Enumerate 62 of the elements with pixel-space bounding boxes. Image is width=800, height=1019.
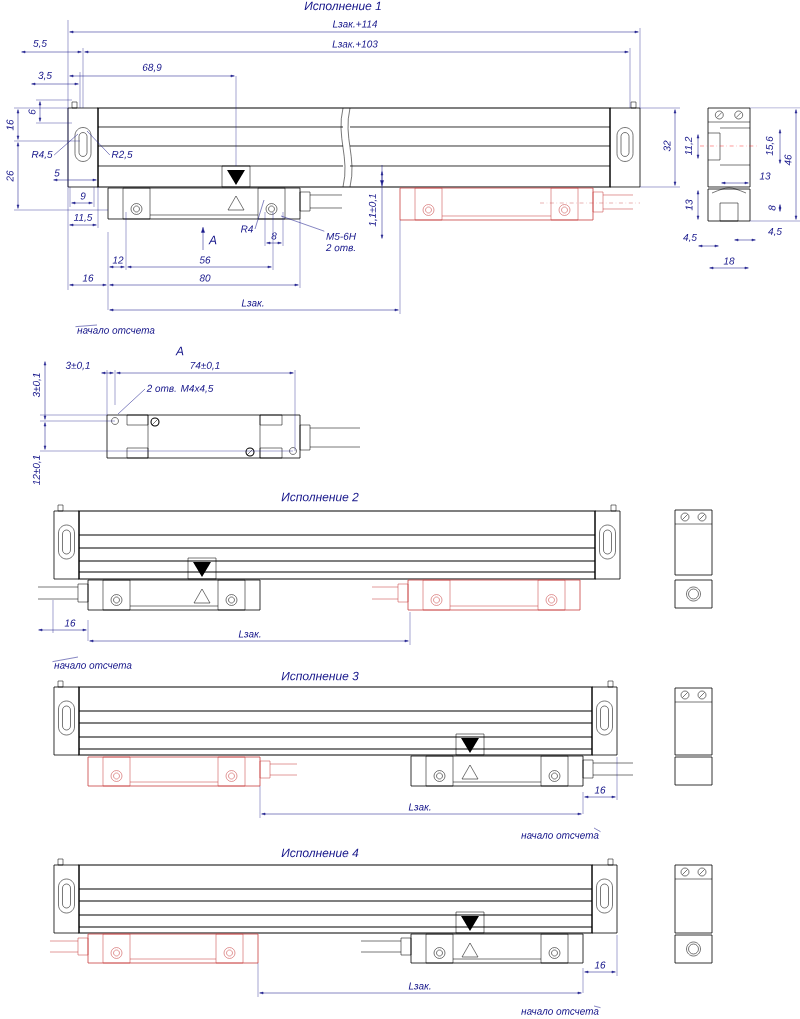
- dimension-label: 18: [723, 257, 735, 265]
- leader-line: [593, 827, 601, 832]
- section-label: A: [208, 235, 217, 245]
- dimension-label: 80: [199, 274, 211, 282]
- dimension-label: 12: [112, 256, 124, 264]
- dimension-label: Lзак.: [241, 299, 264, 307]
- view-title: Исполнение 2: [281, 492, 359, 502]
- dimension-label: 6: [28, 109, 36, 115]
- leader-line: [280, 215, 325, 232]
- dimension-label: 3±0,1: [32, 373, 42, 398]
- origin-note: начало отсчета: [77, 328, 155, 334]
- dimension-label: 12±0,1: [32, 455, 42, 485]
- radius-label: R2,5: [111, 150, 133, 160]
- dimension-label: 16: [64, 619, 76, 627]
- dimension-label: 16: [594, 961, 606, 969]
- dimension-label: 5: [54, 169, 60, 177]
- dimension-label: 5,5: [33, 39, 47, 49]
- dimension-label: 9: [80, 192, 86, 200]
- leader-line: [117, 388, 146, 415]
- leader-line: [254, 199, 265, 230]
- dimension-label: Lзак.+114: [332, 20, 378, 28]
- dimension-label: Lзак.: [408, 982, 431, 990]
- leader-line: [86, 130, 111, 156]
- dimension-label: 11,5: [73, 213, 93, 223]
- dimension-label: 13: [685, 199, 693, 211]
- dimension-label: 15,6: [765, 136, 775, 156]
- view-title: Исполнение 1: [304, 1, 381, 11]
- dimension-label: 1,1±0,1: [368, 194, 378, 227]
- section-label: A: [175, 346, 184, 356]
- dimension-label: 32: [663, 140, 671, 152]
- dimension-label: Lзак.+103: [332, 40, 378, 48]
- dimension-label: 26: [6, 170, 14, 182]
- leader-line: [53, 133, 79, 156]
- view-title: Исполнение 3: [281, 671, 359, 681]
- thread-note: 2 отв. M4x4,5: [146, 384, 214, 394]
- dimension-label: 3,5: [38, 71, 52, 81]
- origin-note: начало отсчета: [521, 1009, 599, 1015]
- dimension-label: Lзак.: [408, 803, 431, 811]
- origin-note: начало отсчета: [54, 663, 132, 669]
- origin-note: начало отсчета: [521, 833, 599, 839]
- dimension-label: 3±0,1: [65, 361, 90, 371]
- dimension-label: 13: [759, 172, 771, 180]
- view-title: Исполнение 4: [281, 848, 359, 858]
- dimension-label: 16: [6, 119, 14, 131]
- thread-note: M5-6H 2 отв.: [325, 232, 356, 252]
- dimension-label: 8: [271, 232, 277, 240]
- dimension-label: 16: [82, 274, 94, 282]
- radius-label: R4,5: [31, 150, 53, 160]
- dimension-label: 4,5: [768, 227, 782, 237]
- dimension-label: 56: [199, 256, 211, 264]
- leader-line: [593, 1005, 601, 1008]
- leader-line: [75, 324, 98, 327]
- dimension-label: 4,5: [683, 233, 697, 243]
- dimension-label: 8: [768, 205, 776, 211]
- dimension-label: 11,2: [684, 136, 694, 156]
- dimension-label: 46: [784, 154, 792, 166]
- dimension-label: 68,9: [142, 63, 162, 73]
- dimension-label: 16: [594, 786, 606, 794]
- dimension-label: Lзак.: [238, 630, 261, 638]
- dimension-label: 74±0,1: [190, 361, 220, 371]
- leader-line: [52, 656, 79, 662]
- radius-label: R4: [240, 225, 253, 233]
